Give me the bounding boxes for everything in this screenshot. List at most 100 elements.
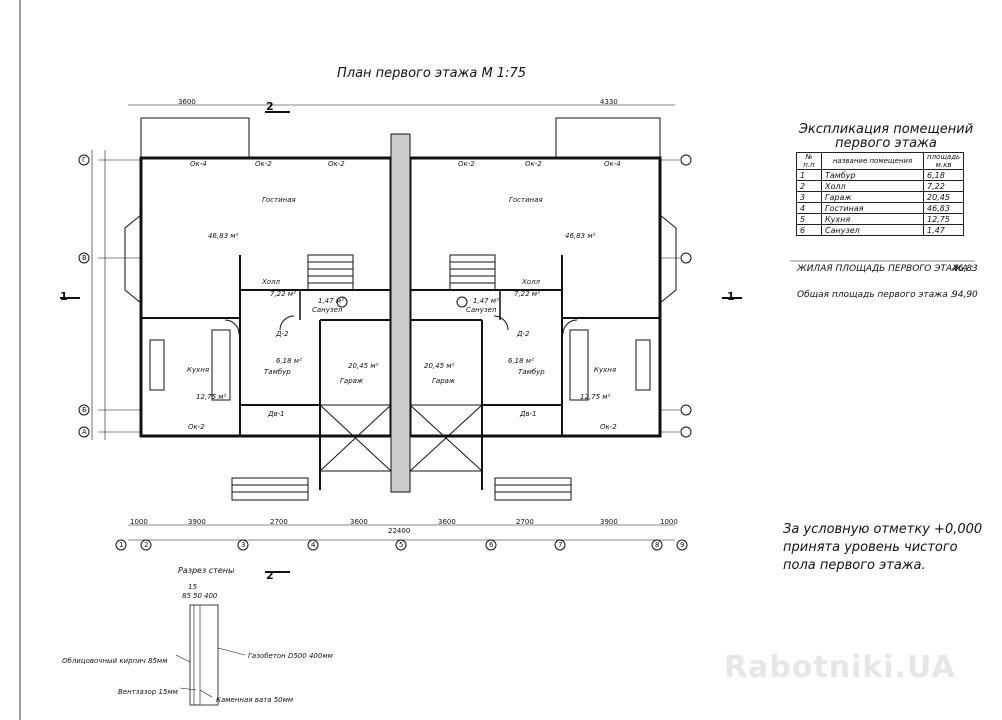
wall-section-drawing <box>189 604 219 706</box>
dimension-label: 1000 <box>660 518 678 526</box>
room-label: Кухня <box>187 366 210 374</box>
room-label: Тамбур <box>518 368 545 376</box>
dimension-label: 2700 <box>516 518 534 526</box>
dimension-label: 4330 <box>600 98 618 106</box>
explication-title-line1: Экспликация помещений <box>798 122 974 137</box>
col-header-num: № п.п <box>796 152 822 170</box>
wall-label-brick: Облицовочный кирпич 85мм <box>62 657 168 665</box>
window-label: Ок-2 <box>525 160 542 168</box>
door-label: Дв-1 <box>268 410 285 418</box>
room-label: Тамбур <box>264 368 291 376</box>
room-area: 7,22 м² <box>270 290 296 298</box>
stairs-right <box>449 254 496 291</box>
section-mark: 1 <box>60 290 68 303</box>
section-mark: 2 <box>266 569 274 582</box>
axis-label: Г <box>82 156 87 164</box>
wall-section-title: Разрез стены <box>178 566 235 575</box>
terrace-left <box>140 117 250 159</box>
wall-label-air: Вентзазор 15мм <box>118 688 178 696</box>
axis-label: 8 <box>655 541 660 549</box>
room-area: 7,22 м² <box>514 290 540 298</box>
room-label: Гостиная <box>509 196 543 204</box>
col-header-area: площадь м.кв <box>922 152 965 170</box>
note-line2: принята уровень чистого <box>783 540 958 555</box>
room-label: Кухня <box>594 366 617 374</box>
wall-dim: 15 <box>188 583 197 591</box>
room-area: 12,75 м² <box>196 393 227 401</box>
axis-label: 6 <box>489 541 494 549</box>
axis-label: В <box>82 254 87 262</box>
window-label: Ок-2 <box>328 160 345 168</box>
room-area: 12,75 м² <box>580 393 611 401</box>
dimension-label: 2700 <box>270 518 288 526</box>
window-label: Ок-2 <box>458 160 475 168</box>
door-label: Д-2 <box>276 330 289 338</box>
window-label: Ок-2 <box>255 160 272 168</box>
col-header-name: название помещения <box>821 152 924 170</box>
living-area-label: ЖИЛАЯ ПЛОЩАДЬ ПЕРВОГО ЭТАЖА : <box>797 264 974 274</box>
axis-label: 4 <box>311 541 316 549</box>
stairs-left <box>307 254 354 291</box>
total-width: 22400 <box>388 527 411 535</box>
axis-label: 7 <box>558 541 563 549</box>
axis-label: 9 <box>680 541 685 549</box>
window-label: Ок-4 <box>190 160 207 168</box>
window-label: Ок-4 <box>604 160 621 168</box>
note-line1: За условную отметку +0,000 <box>783 522 983 537</box>
explication-title: Экспликация помещений первого этажа <box>796 123 976 151</box>
note-line3: пола первого этажа. <box>783 558 926 573</box>
window-label: Ок-2 <box>600 423 617 431</box>
living-area-value: 46,83 <box>952 264 978 274</box>
room-label: Гараж <box>340 377 364 385</box>
axis-label: А <box>82 428 87 436</box>
room-area: 46,83 м² <box>208 232 239 240</box>
room-label: Гостиная <box>262 196 296 204</box>
axis-label: Б <box>82 406 87 414</box>
dimension-label: 3600 <box>350 518 368 526</box>
window-label: Ок-2 <box>188 423 205 431</box>
room-label: Санузел <box>466 306 497 314</box>
axis-label: 1 <box>119 541 124 549</box>
terrace-right <box>555 117 661 159</box>
wall-dim: 85 <box>182 592 191 600</box>
dimension-label: 3600 <box>438 518 456 526</box>
wall-dim: 400 <box>204 592 218 600</box>
plan-title: План первого этажа М 1:75 <box>337 66 526 81</box>
explication-title-line2: первого этажа <box>835 136 937 151</box>
room-label: Холл <box>522 278 541 286</box>
room-area: 46,83 м² <box>565 232 596 240</box>
section-mark: 1 <box>727 290 735 303</box>
room-area: 20,45 м² <box>424 362 455 370</box>
dimension-label: 1000 <box>130 518 148 526</box>
room-area: 20,45 м² <box>348 362 379 370</box>
axis-label: 3 <box>241 541 246 549</box>
watermark: Rabotniki.UA <box>724 650 956 685</box>
axis-label: 2 <box>144 541 149 549</box>
door-label: Дв-1 <box>520 410 537 418</box>
dimension-label: 3900 <box>188 518 206 526</box>
total-area-label: Общая площадь первого этажа : <box>797 290 954 300</box>
room-area: 6,18 м² <box>276 357 302 365</box>
party-wall <box>390 133 411 493</box>
total-area-value: 94,90 <box>952 290 978 300</box>
room-area: 1,47 м² <box>473 297 499 305</box>
wall-dim: 50 <box>193 592 202 600</box>
section-mark: 2 <box>266 100 274 113</box>
room-area: 1,47 м² <box>318 297 344 305</box>
dimension-label: 3900 <box>600 518 618 526</box>
room-label: Холл <box>262 278 281 286</box>
axis-label: 5 <box>399 541 404 549</box>
wall-label-gas: Газобетон D500 400мм <box>248 652 333 660</box>
room-label: Санузел <box>312 306 343 314</box>
dimension-label: 3600 <box>178 98 196 106</box>
room-area: 6,18 м² <box>508 357 534 365</box>
room-label: Гараж <box>432 377 456 385</box>
